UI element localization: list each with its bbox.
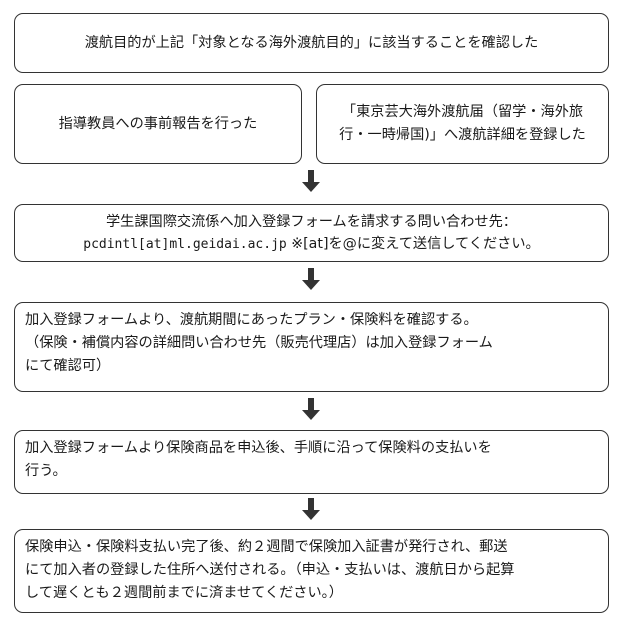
step-register-travel-line-2: 行・一時帰国)」へ渡航詳細を登録した [339, 127, 586, 143]
step-register-travel-line-1: 「東京芸大海外渡航届（留学・海外旅 [341, 104, 584, 120]
step-confirm-purpose: 渡航目的が上記「対象となる海外渡航目的」に該当することを確認した [14, 13, 609, 73]
step-certificate-line-3: して遅くとも２週間前までに済ませてください。） [25, 585, 343, 601]
step-apply-pay-line-2: 行う。 [25, 463, 67, 479]
step-report-advisor-text: 指導教員への事前報告を行った [58, 115, 258, 132]
step-certificate-line-1: 保険申込・保険料支払い完了後、約２週間で保険加入証書が発行され、郵送 [25, 539, 508, 555]
step-check-plan: 加入登録フォームより、渡航期間にあったプラン・保険料を確認する。 （保険・補償内… [14, 302, 609, 392]
step-request-form-line-2: pcdintl[at]ml.geidai.ac.jp ※[at]を@に変えて送信… [83, 233, 539, 256]
step-request-form: 学生課国際交流係へ加入登録フォームを請求する問い合わせ先： pcdintl[at… [14, 204, 609, 262]
step-apply-pay: 加入登録フォームより保険商品を申込後、手順に沿って保険料の支払いを 行う。 [14, 430, 609, 494]
step-report-advisor: 指導教員への事前報告を行った [14, 84, 302, 164]
step-confirm-purpose-text: 渡航目的が上記「対象となる海外渡航目的」に該当することを確認した [84, 34, 539, 51]
step-check-plan-line-2: （保険・補償内容の詳細問い合わせ先（販売代理店）は加入登録フォーム [25, 335, 493, 351]
email-note: ※[at]を@に変えて送信してください。 [286, 235, 540, 252]
step-apply-pay-line-1: 加入登録フォームより保険商品を申込後、手順に沿って保険料の支払いを [25, 440, 492, 456]
contact-email: pcdintl[at]ml.geidai.ac.jp [83, 236, 287, 252]
step-check-plan-line-1: 加入登録フォームより、渡航期間にあったプラン・保険料を確認する。 [25, 312, 478, 328]
step-certificate-issued: 保険申込・保険料支払い完了後、約２週間で保険加入証書が発行され、郵送 にて加入者… [14, 529, 609, 613]
step-check-plan-line-3: にて確認可） [25, 358, 111, 374]
step-request-form-line-1: 学生課国際交流係へ加入登録フォームを請求する問い合わせ先： [105, 213, 517, 230]
step-certificate-line-2: にて加入者の登録した住所へ送付される。（申込・支払いは、渡航日から起算 [25, 562, 515, 578]
step-register-travel: 「東京芸大海外渡航届（留学・海外旅 行・一時帰国)」へ渡航詳細を登録した [316, 84, 609, 164]
